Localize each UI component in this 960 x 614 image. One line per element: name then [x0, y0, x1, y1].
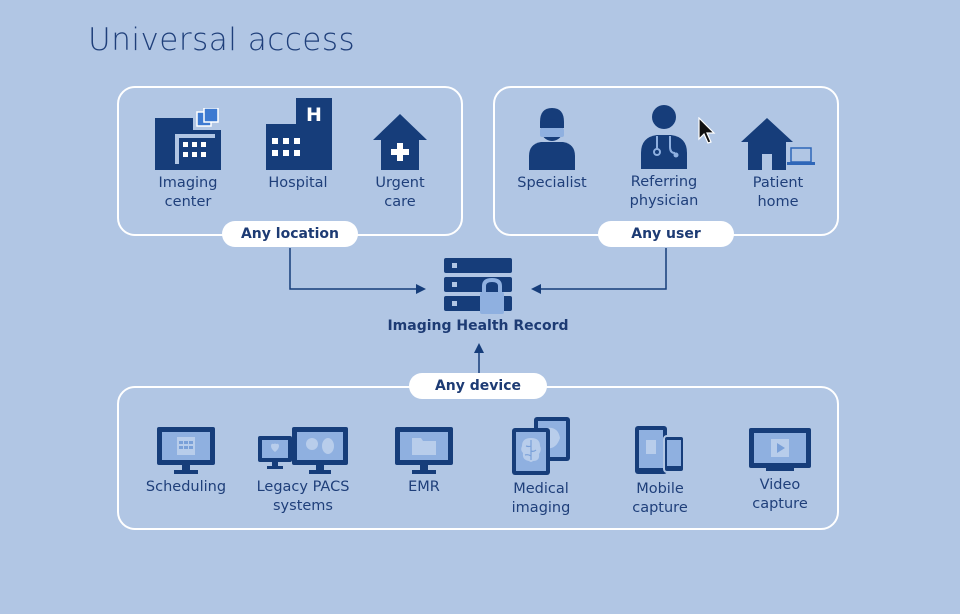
- item-patient-home: Patient home: [728, 116, 828, 212]
- arrow-left-icon: [531, 284, 541, 294]
- patient-home-icon: [741, 118, 815, 170]
- medical-imaging-icon: [512, 417, 570, 475]
- video-capture-label: Video capture: [752, 477, 808, 512]
- imaging-center-icon: [155, 108, 221, 170]
- patient-home-label: Patient home: [752, 175, 804, 210]
- item-legacy-pacs: Legacy PACS systems: [243, 426, 363, 516]
- urgent-care-icon: [373, 114, 427, 170]
- referring-physician-label: Referring physician: [629, 174, 699, 209]
- item-emr: EMR: [374, 426, 474, 497]
- item-hospital: H Hospital: [248, 98, 348, 193]
- hospital-label: Hospital: [268, 175, 328, 191]
- item-scheduling: Scheduling: [136, 426, 236, 497]
- video-capture-icon: [749, 428, 811, 471]
- item-imaging-center: Imaging center: [138, 108, 238, 212]
- arrow-right-icon: [416, 284, 426, 294]
- mobile-capture-icon: [635, 426, 685, 474]
- arrow-up-icon: [474, 343, 484, 353]
- legacy-pacs-icon: [258, 427, 348, 474]
- page-title: Universal access: [88, 22, 356, 58]
- mobile-capture-label: Mobile capture: [632, 481, 688, 516]
- mouse-cursor-icon: [698, 117, 716, 144]
- specialist-label: Specialist: [517, 175, 587, 191]
- scheduling-monitor-icon: [157, 427, 215, 474]
- medical-imaging-label: Medical imaging: [511, 481, 571, 516]
- scheduling-label: Scheduling: [145, 479, 227, 495]
- emr-monitor-icon: [395, 427, 453, 474]
- any-location-pill: Any location: [222, 221, 358, 247]
- physician-icon: [641, 105, 687, 169]
- specialist-icon: [529, 108, 575, 170]
- any-user-pill: Any user: [598, 221, 734, 247]
- server-lock-icon: [444, 258, 512, 314]
- location-connector: [289, 248, 418, 290]
- legacy-pacs-label: Legacy PACS systems: [256, 479, 350, 514]
- svg-text:H: H: [306, 104, 322, 126]
- item-video-capture: Video capture: [730, 426, 830, 514]
- item-urgent-care: Urgent care: [350, 112, 450, 212]
- user-connector: [540, 248, 667, 290]
- imaging-center-label: Imaging center: [158, 175, 218, 210]
- item-specialist: Specialist: [502, 106, 602, 193]
- item-referring-physician: Referring physician: [614, 103, 714, 211]
- imaging-health-record-label: Imaging Health Record: [387, 318, 569, 334]
- item-medical-imaging: Medical imaging: [491, 416, 591, 518]
- item-mobile-capture: Mobile capture: [610, 424, 710, 518]
- hospital-icon: H: [266, 98, 332, 170]
- emr-label: EMR: [408, 479, 440, 495]
- urgent-care-label: Urgent care: [375, 175, 425, 210]
- any-device-pill: Any device: [409, 373, 547, 399]
